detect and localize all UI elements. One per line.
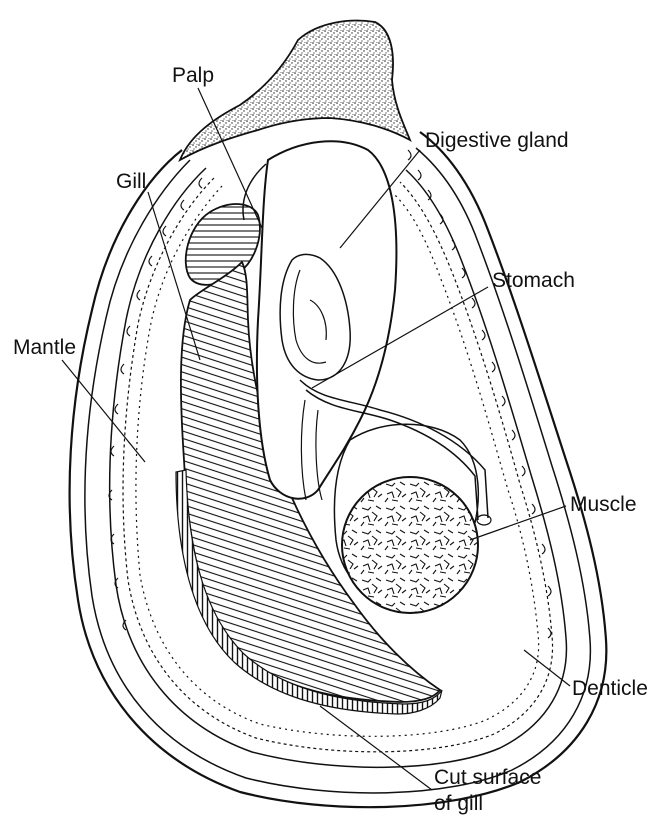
label-gill: Gill (116, 170, 146, 193)
label-mantle: Mantle (13, 336, 76, 359)
label-cut-surface-line1: Cut surface (434, 766, 541, 789)
adductor-muscle (342, 477, 478, 613)
label-digestive-gland: Digestive gland (425, 129, 569, 152)
label-muscle: Muscle (570, 493, 637, 516)
label-denticle: Denticle (572, 677, 648, 700)
label-palp: Palp (172, 64, 214, 87)
label-stomach: Stomach (492, 269, 575, 292)
hinge-ligament (180, 21, 410, 160)
digestive-gland (257, 141, 397, 498)
palp (186, 204, 260, 285)
label-cut-surface-line2: of gill (434, 792, 483, 815)
